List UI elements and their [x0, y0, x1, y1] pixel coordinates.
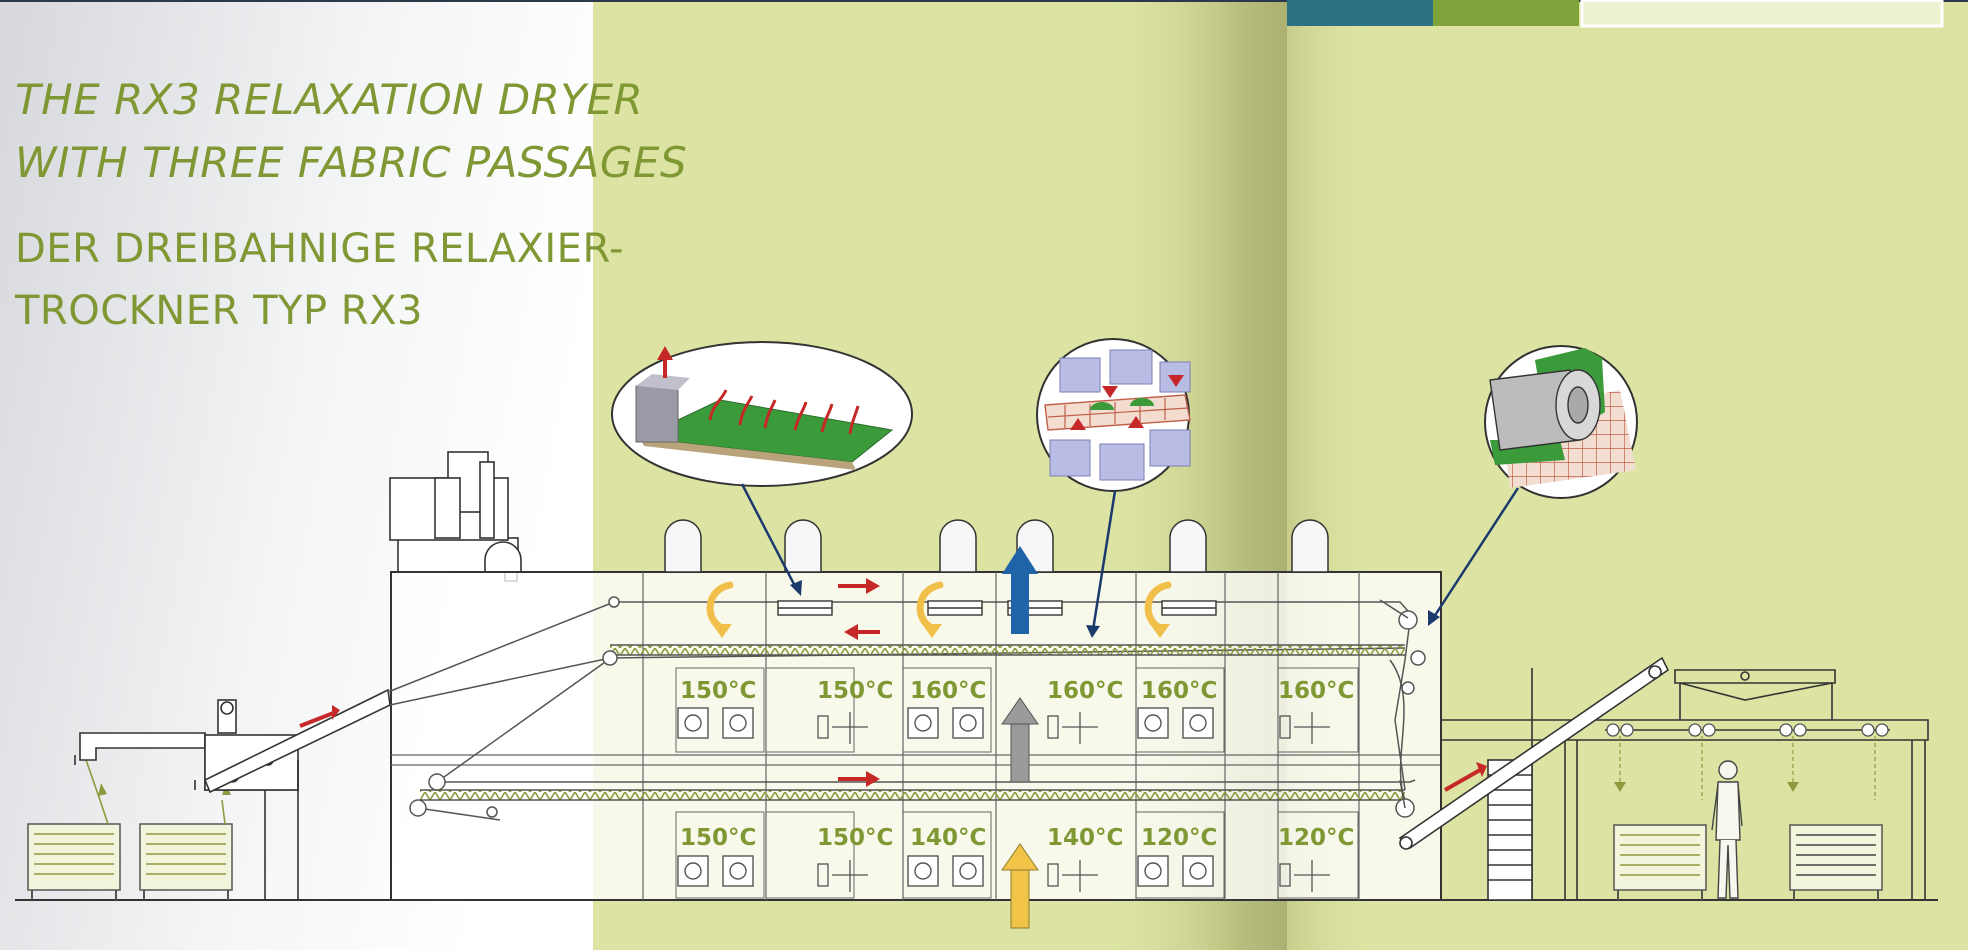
callout-line-3 [1430, 487, 1520, 621]
temp-lower-zone-6: 120°C [1278, 825, 1354, 851]
fabric-feed-line-1 [84, 756, 109, 825]
burners [817, 712, 1330, 892]
temp-upper-zone-5: 160°C [1141, 678, 1217, 704]
outfeed-rollers [1606, 723, 1889, 737]
temp-upper-zone-4: 160°C [1047, 678, 1123, 704]
header-green-tab [1433, 0, 1579, 26]
main-fan-unit [389, 451, 522, 582]
callout-arrowhead-1 [790, 580, 802, 596]
outfeed-arrow [1444, 768, 1481, 792]
callout-line-2 [1091, 490, 1117, 631]
temp-lower-zone-4: 140°C [1047, 825, 1123, 851]
circulation-arrowheads [712, 624, 1170, 638]
title-english-line-2: WITH THREE FABRIC PASSAGES [15, 138, 688, 187]
temp-upper-zone-2: 150°C [817, 678, 893, 704]
title-german: DER DREIBAHNIGE RELAXIER- TROCKNER TYP R… [15, 218, 624, 342]
callout-arrowhead-2 [1086, 625, 1100, 638]
conveyor-belts [387, 596, 1426, 821]
fresh-air-arrow [1001, 843, 1039, 929]
top-edge [0, 0, 1968, 2]
fan-motors-lower [677, 855, 1214, 887]
exhaust-arrow [1002, 546, 1038, 634]
fabric-stack-right-1 [1613, 824, 1707, 900]
air-flow-arrows [838, 578, 880, 787]
detail-nozzle-callout [611, 341, 913, 487]
infeed-frame [74, 688, 391, 900]
title-german-line-1: DER DREIBAHNIGE RELAXIER- [15, 226, 625, 272]
temp-upper-zone-1: 150°C [680, 678, 756, 704]
fabric-feed-line-2 [221, 799, 226, 825]
temp-lower-zone-5: 120°C [1141, 825, 1217, 851]
header-teal-tab [1287, 0, 1433, 26]
title-english: THE RX3 RELAXATION DRYER WITH THREE FABR… [15, 68, 687, 194]
outfeed-arrowhead [1476, 762, 1487, 777]
temp-upper-zone-3: 160°C [910, 678, 986, 704]
infeed-arrow [299, 710, 337, 728]
internal-air-arrow [1001, 697, 1039, 783]
fabric-stack-left-1 [27, 823, 121, 900]
operator-figure [1711, 760, 1743, 899]
temp-lower-zone-2: 150°C [817, 825, 893, 851]
callout-line-1 [740, 483, 799, 591]
detail-roller-callout [1484, 345, 1638, 499]
plaiting-arrows [1614, 782, 1799, 792]
temp-upper-zone-6: 160°C [1278, 678, 1354, 704]
exhaust-stacks [664, 519, 1329, 573]
outfeed-structure [1398, 656, 1929, 901]
title-german-line-2: TROCKNER TYP RX3 [15, 288, 423, 334]
temp-lower-zone-3: 140°C [910, 825, 986, 851]
fabric-stack-left-2 [139, 823, 233, 900]
header-light-tab [1580, 0, 1944, 28]
infeed-arrowhead [332, 705, 340, 720]
title-english-line-1: THE RX3 RELAXATION DRYER [15, 75, 644, 124]
callout-arrowhead-3 [1428, 610, 1440, 626]
temp-lower-zone-1: 150°C [680, 825, 756, 851]
detail-belt-callout [1036, 338, 1191, 492]
fabric-stack-right-2 [1789, 824, 1883, 900]
fan-motors-upper [677, 707, 1214, 739]
plaiting-lines [1619, 736, 1876, 800]
